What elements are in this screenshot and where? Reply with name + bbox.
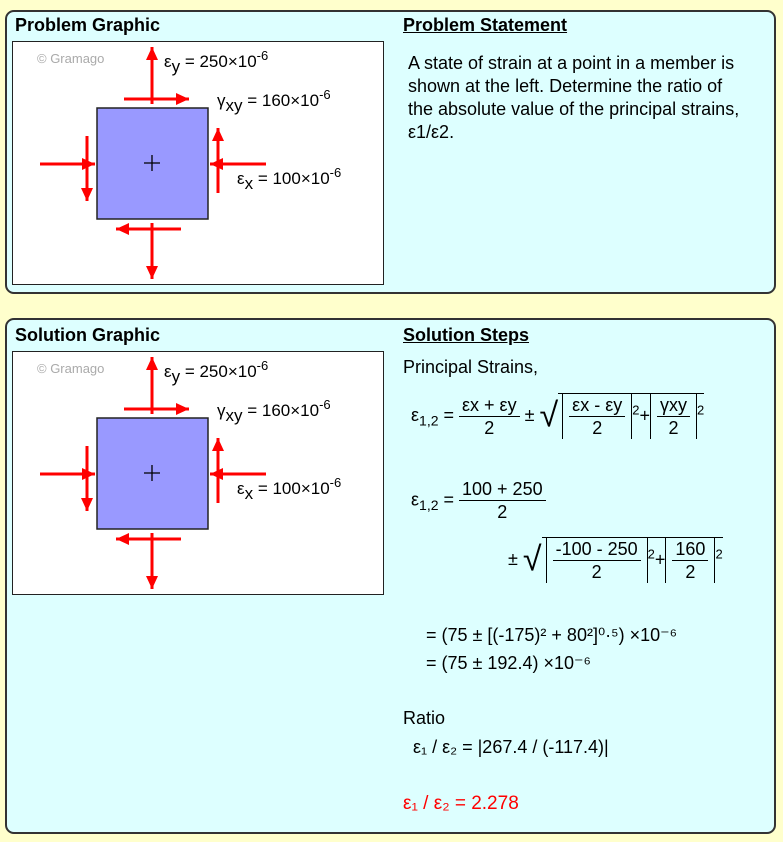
arrow-head-icon — [146, 266, 158, 279]
arrow-head-icon — [176, 93, 189, 105]
problem-diagram: © Gramago εy = 250×10-6 γxy = 160×10-6 εx =… — [12, 41, 384, 285]
epsilon-y-label: εy = 250×10-6 — [164, 358, 268, 386]
epsilon-x-label: εx = 100×10-6 — [237, 475, 341, 503]
arrow-head-icon — [210, 158, 223, 170]
arrow-head-icon — [146, 47, 158, 60]
calc-line-1: = (75 ± [(-175)² + 80²]⁰·⁵) ×10⁻⁶ — [426, 625, 678, 645]
gamma-xy-label: γxy = 160×10-6 — [217, 87, 331, 115]
answer: ε₁ / ε₂ = 2.278 — [403, 793, 519, 814]
arrow-head-icon — [146, 576, 158, 589]
watermark: © Gramago — [37, 361, 104, 376]
gamma-xy-label: γxy = 160×10-6 — [217, 397, 331, 425]
center-cross-icon — [144, 465, 160, 481]
arrow-head-icon — [116, 223, 129, 235]
ratio-label: Ratio — [403, 708, 446, 728]
problem-graphic-title: Problem Graphic — [15, 15, 161, 35]
calc-line-2: = (75 ± 192.4) ×10⁻⁶ — [426, 653, 591, 673]
solution-diagram: © Gramago εy = 250×10-6 γxy = 160×10-6 εx =… — [12, 351, 384, 595]
solution-graphic-title: Solution Graphic — [15, 325, 161, 345]
arrow-head-icon — [81, 188, 93, 201]
arrow-head-icon — [176, 403, 189, 415]
watermark: © Gramago — [37, 51, 104, 66]
solution-steps-title: Solution Steps — [403, 325, 529, 345]
problem-statement-title: Problem Statement — [403, 15, 568, 35]
arrow-head-icon — [210, 468, 223, 480]
arrow-head-icon — [116, 533, 129, 545]
arrow-head-icon — [212, 438, 224, 451]
arrow-head-icon — [212, 128, 224, 141]
epsilon-x-label: εx = 100×10-6 — [237, 165, 341, 193]
problem-statement: A state of strain at a point in a member… — [408, 53, 740, 142]
ratio-equation: ε₁ / ε₂ = |267.4 / (-117.4)| — [413, 737, 609, 757]
center-cross-icon — [144, 155, 160, 171]
arrow-head-icon — [146, 357, 158, 370]
epsilon-y-label: εy = 250×10-6 — [164, 48, 268, 76]
principal-strains-label: Principal Strains, — [403, 357, 539, 377]
arrow-head-icon — [81, 498, 93, 511]
